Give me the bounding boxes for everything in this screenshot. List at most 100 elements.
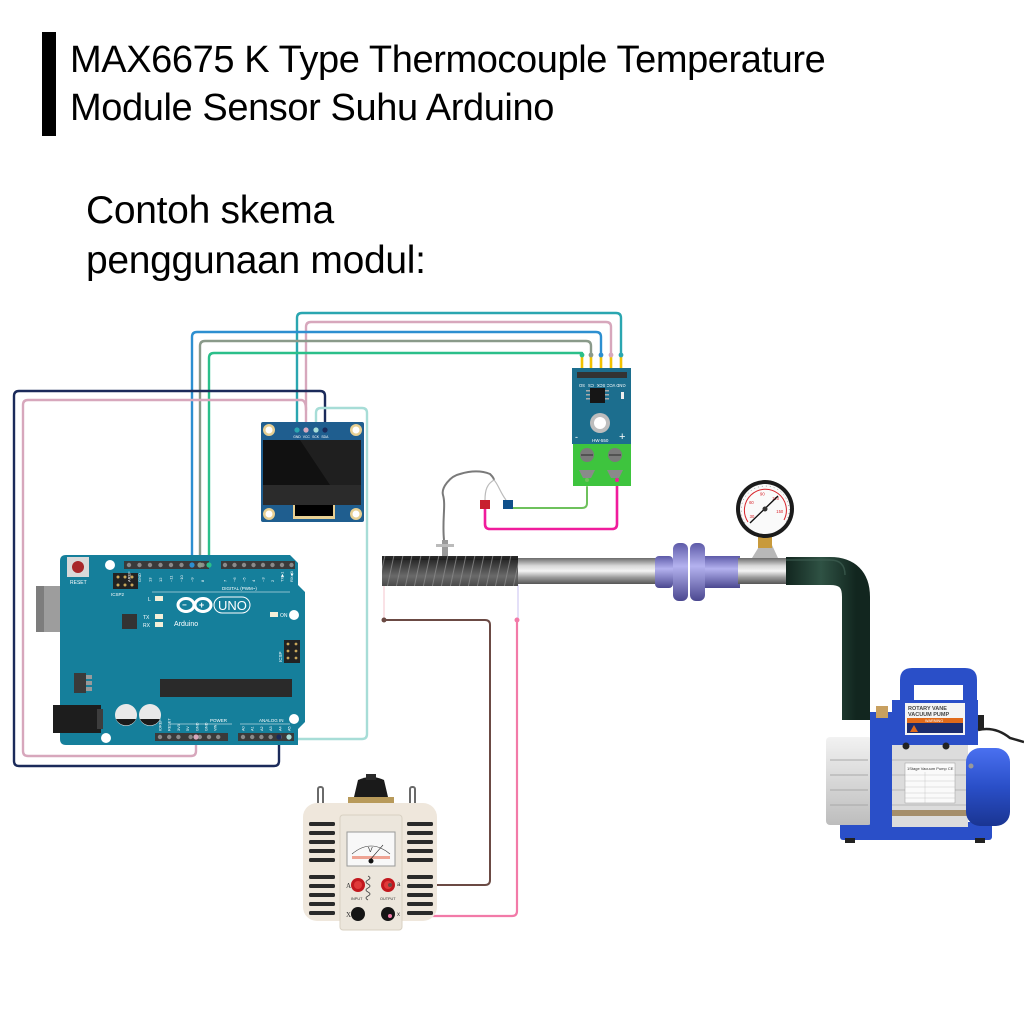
pin-d10[interactable] (189, 562, 195, 568)
output-label: OUTPUT (380, 897, 396, 901)
digital-pin[interactable] (251, 562, 256, 568)
power-pin[interactable] (197, 734, 202, 740)
voltmeter-unit: V (368, 847, 373, 854)
max-pin-sck[interactable] (598, 352, 604, 358)
pin-d9[interactable] (197, 562, 203, 568)
uno-label: UNO (218, 598, 247, 613)
power-pin[interactable] (167, 734, 172, 740)
pressure-gauge: 306090120150 (736, 480, 794, 538)
pump-body (826, 737, 872, 825)
analog-pin[interactable] (250, 734, 255, 740)
digital-pin[interactable] (289, 562, 294, 568)
digital-pin[interactable] (126, 562, 132, 568)
oled-pin-label: VCC (303, 435, 311, 439)
max-part-label: HW-550 (592, 438, 609, 443)
digital-pin-label: ~10 (179, 574, 184, 582)
icsp-label: ICSP (278, 651, 283, 662)
digital-pin[interactable] (222, 562, 228, 568)
pump-plate-title: 1Stage Vacuum Pump CE (907, 766, 954, 771)
max6675-chip (590, 388, 605, 403)
power-pin-label: 5V (186, 726, 190, 731)
pin-d8[interactable] (206, 562, 212, 568)
vent-slot (309, 849, 335, 853)
wire-heater-to-variac-output-a (383, 619, 491, 886)
analog-pin[interactable] (259, 734, 264, 740)
pin-a4[interactable] (276, 734, 282, 740)
power-pin[interactable] (176, 734, 181, 740)
vent-slot (407, 831, 433, 835)
vent-slot (309, 840, 335, 844)
digital-pin-label: 4 (251, 579, 256, 582)
terminal-x-out-label: x (397, 912, 400, 918)
digital-pin[interactable] (147, 562, 153, 568)
icsp2-header (113, 573, 138, 589)
oled-pin-vcc[interactable] (303, 427, 309, 433)
power-pin-label: IOREF (159, 719, 163, 731)
thermocouple-plug-blue[interactable] (503, 500, 513, 509)
wire-oled-sck-to-a5 (287, 406, 369, 741)
max-pin-gnd[interactable] (618, 352, 624, 358)
digital-pin-label: 7 (223, 579, 228, 582)
variac-knob[interactable] (354, 777, 388, 797)
digital-pin-label: 12 (158, 577, 163, 582)
gauge-scale-label: 90 (760, 492, 765, 497)
oled-pin-gnd[interactable] (294, 427, 300, 433)
terminal-a-out-label: a (397, 882, 401, 888)
analog-pin[interactable] (268, 734, 273, 740)
wire-heater-to-variac-output-x (388, 618, 519, 918)
thermocouple-probe (436, 470, 513, 556)
power-pin[interactable] (157, 734, 163, 740)
digital-pin[interactable] (279, 562, 285, 568)
oled-pin-sda[interactable] (322, 427, 328, 433)
analog-header (238, 733, 294, 741)
oled-pin-sck[interactable] (313, 427, 319, 433)
thermocouple-plug-red[interactable] (480, 500, 490, 509)
mounting-hole (101, 733, 111, 743)
power-pin[interactable] (206, 734, 212, 740)
max-pin-cs[interactable] (588, 352, 594, 358)
oled-pin-label: SCK (312, 435, 320, 439)
digital-pin-label: ~5 (242, 577, 247, 582)
atmega16u2-chip (122, 614, 137, 629)
pump-label-bottom: VACUUM PUMP (908, 712, 949, 718)
analog-pin[interactable] (240, 734, 246, 740)
pin-a5[interactable] (286, 734, 292, 740)
terminal-input-x[interactable] (351, 907, 365, 921)
pump-label-top: ROTARY VANE (908, 706, 947, 712)
pump-spec-plate (904, 762, 956, 804)
oled-pin-label: SDA (321, 435, 329, 439)
title-line-2: Module Sensor Suhu Arduino (70, 87, 554, 129)
digital-pin[interactable] (270, 562, 275, 568)
reset-button-cap[interactable] (72, 561, 84, 573)
vent-slot (309, 902, 335, 906)
digital-pin[interactable] (137, 562, 142, 568)
logo-minus: − (182, 601, 187, 610)
pin-5v[interactable] (193, 734, 199, 740)
led-tx (155, 614, 163, 619)
vent-slot (407, 911, 433, 915)
digital-pin[interactable] (179, 562, 184, 568)
steel-pipe (517, 558, 657, 584)
digital-pin-label: ~3 (261, 577, 266, 582)
max-pin-vcc[interactable] (608, 352, 614, 358)
power-pin[interactable] (188, 734, 193, 740)
power-pin[interactable] (216, 734, 221, 740)
max-minus-label: - (575, 432, 578, 442)
heater-coil (382, 556, 518, 586)
digital-pin[interactable] (232, 562, 237, 568)
vent-slot (407, 893, 433, 897)
icsp-header (284, 640, 300, 663)
arduino-pcb (60, 555, 305, 745)
digital-pin[interactable] (168, 562, 174, 568)
digital-pin[interactable] (158, 562, 163, 568)
max-pin-so[interactable] (579, 352, 585, 358)
dc-power-jack (53, 705, 101, 733)
digital-pin[interactable] (241, 562, 247, 568)
heated-pipe (382, 556, 657, 586)
terminal-output-x[interactable] (381, 907, 395, 921)
digital-pin[interactable] (260, 562, 266, 568)
atmega328p-chip (160, 679, 292, 697)
